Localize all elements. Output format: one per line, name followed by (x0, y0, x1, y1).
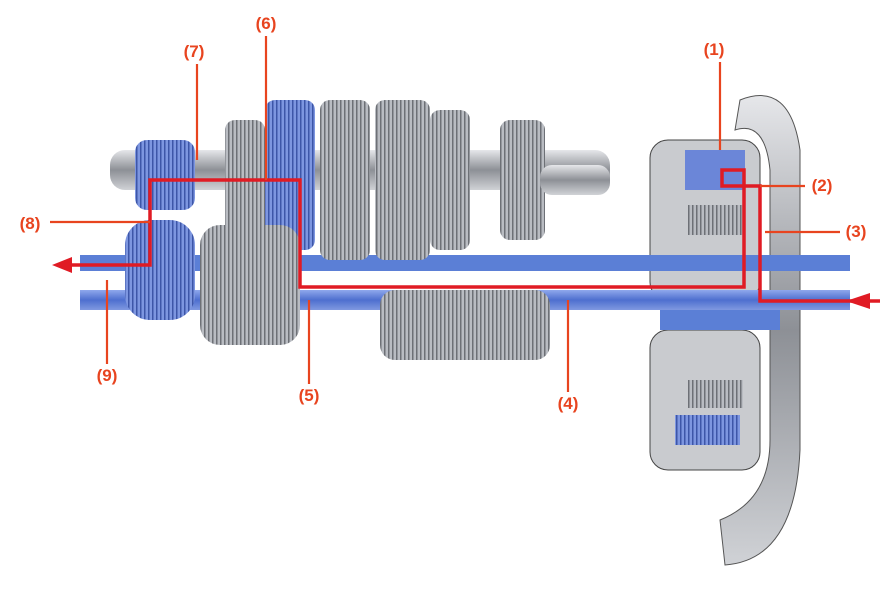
leader-lines (50, 36, 840, 392)
label-8: (8) (19, 214, 41, 233)
label-9: (9) (96, 366, 118, 385)
label-1: (1) (703, 40, 725, 59)
dual-clutch-housing (649, 95, 801, 566)
output-arrow-icon (52, 257, 72, 273)
label-4: (4) (557, 394, 579, 413)
label-5: (5) (298, 386, 320, 405)
power-flow-path (52, 168, 880, 309)
input-shaft (80, 255, 850, 271)
label-7: (7) (183, 42, 205, 61)
label-6: (6) (255, 14, 277, 33)
input-arrow-icon (846, 293, 870, 309)
label-3: (3) (845, 222, 867, 241)
label-2: (2) (811, 176, 833, 195)
